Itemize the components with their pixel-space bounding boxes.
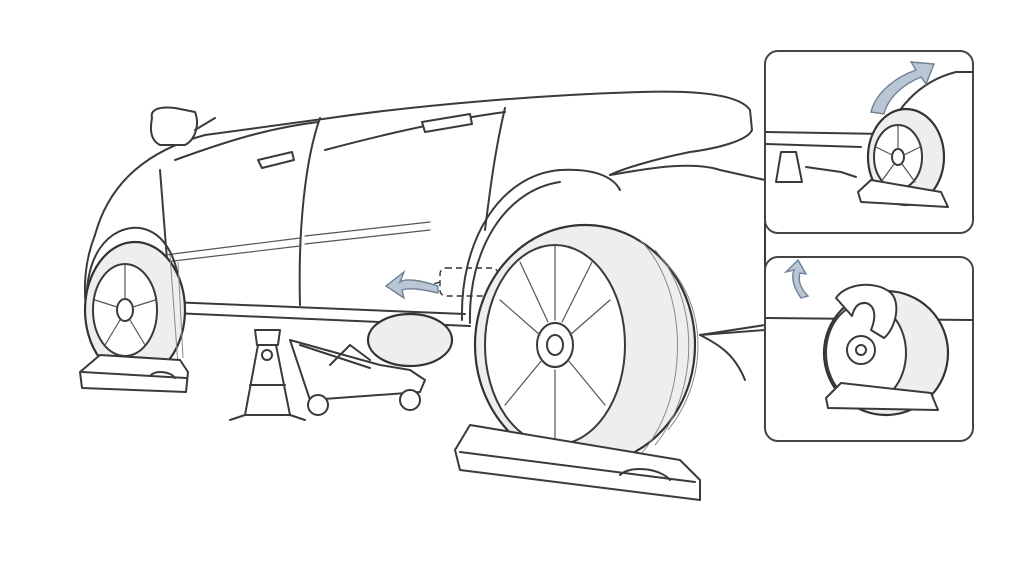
car-body-icon [83, 90, 766, 336]
floor-jack-icon [289, 339, 426, 416]
inset-remove-wheel [764, 50, 974, 234]
curved-arrow-icon [870, 61, 936, 115]
front-wheel-icon [83, 240, 187, 380]
hand-icon [835, 283, 898, 339]
rear-wheel-icon [473, 223, 699, 467]
direction-arrow-icon [384, 269, 439, 300]
wheel-chock-icon [825, 382, 939, 411]
jack-stand-icon [775, 151, 803, 183]
rear-bumper-line [699, 334, 746, 381]
jack-stand-icon [229, 329, 306, 421]
rear-wheel-icon [366, 312, 454, 368]
inset-hand-tighten-drawing [766, 258, 972, 417]
wheel-chock-icon [454, 424, 701, 501]
inset-remove-wheel-drawing [766, 61, 972, 208]
rotate-arrow-icon [783, 258, 810, 299]
wheel-chock-icon [857, 179, 949, 208]
wheel-chock-icon [79, 354, 189, 393]
wheel-hub-icon [846, 335, 876, 365]
inset-hand-tighten [764, 256, 974, 442]
